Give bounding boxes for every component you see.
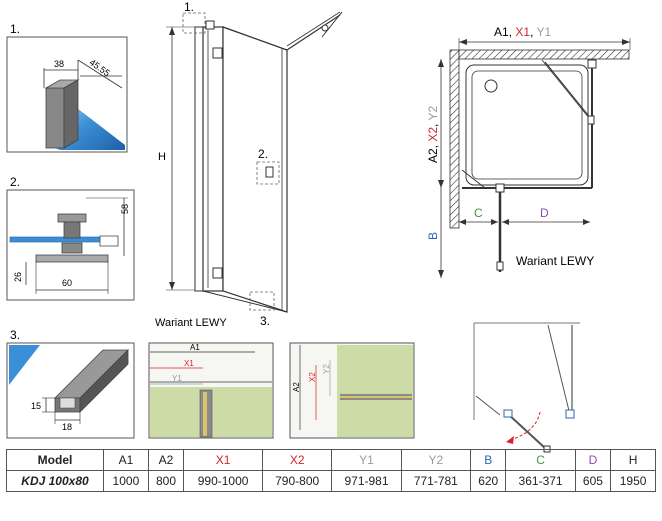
callout-3-label: 3. — [260, 314, 270, 328]
cell-h: 1950 — [610, 470, 656, 492]
cell-model: KDJ 100x80 — [6, 470, 104, 492]
floor-seal — [35, 254, 109, 263]
plan-a1: A1 — [494, 25, 509, 39]
back-wall — [458, 49, 630, 60]
photo-a2: A2 — [292, 382, 301, 392]
plan-b: B — [426, 232, 440, 240]
detail-3-number: 3. — [10, 328, 20, 342]
spec-table-header: Model A1 A2 X1 X2 Y1 Y2 B C D H — [6, 449, 656, 471]
detail-3-dim-h: 15 — [31, 401, 41, 411]
detail-1: 1. 38 45.55 — [6, 22, 128, 153]
cell-x2: 790-800 — [261, 470, 333, 492]
cell-b: 620 — [470, 470, 507, 492]
detail-3: 3. 15 18 — [6, 328, 135, 439]
fixed-side-panel — [222, 26, 288, 313]
col-model: Model — [6, 449, 104, 471]
photo-a1: A1 — [190, 343, 200, 352]
col-c: C — [505, 449, 576, 471]
svg-text:A2, X2, Y2: A2, X2, Y2 — [426, 105, 440, 163]
plan-c: C — [474, 206, 483, 220]
col-b: B — [470, 449, 507, 471]
photo-x1: X1 — [184, 359, 194, 368]
table-row: KDJ 100x80 1000 800 990-1000 790-800 971… — [6, 470, 656, 492]
callout-2-box — [256, 161, 280, 185]
cell-a2: 800 — [147, 470, 185, 492]
detail-2-number: 2. — [10, 175, 20, 189]
plan-view: A1, X1, Y1 A2, X2, Y2 B C — [426, 25, 631, 278]
col-y1: Y1 — [331, 449, 402, 471]
plan-x2: X2 — [426, 127, 440, 142]
door-handle — [265, 166, 274, 178]
front-view: H 1. 2. 3. Wariant LEWY — [155, 0, 343, 329]
callout-1-box — [182, 12, 206, 34]
spec-table: Model A1 A2 X1 X2 Y1 Y2 B C D H KDJ 100x… — [6, 449, 656, 492]
detail-1-number: 1. — [10, 22, 20, 36]
detail-2-dim-left: 26 — [13, 272, 23, 282]
photo-y1: Y1 — [172, 374, 182, 383]
wall-profile — [45, 87, 65, 149]
photo-y2: Y2 — [322, 364, 331, 374]
detail-3-dim-w: 18 — [62, 422, 72, 432]
glass-corner — [9, 345, 40, 385]
cell-y1: 971-981 — [331, 470, 402, 492]
cell-c: 361-371 — [505, 470, 576, 492]
photo-x2: X2 — [308, 372, 317, 382]
cell-x1: 990-1000 — [183, 470, 263, 492]
height-label: H — [158, 151, 166, 163]
shower-tray — [465, 64, 589, 186]
cell-d: 605 — [574, 470, 612, 492]
side-wall — [449, 49, 460, 229]
col-d: D — [574, 449, 612, 471]
photo-panel-left: A1 X1 Y1 — [148, 342, 274, 439]
plan-y2: Y2 — [426, 105, 440, 120]
plan-d: D — [540, 206, 549, 220]
plan-variant-label: Wariant LEWY — [516, 254, 594, 268]
detail-2-dim-h: 58 — [120, 204, 130, 214]
photo-panel-right: A2 X2 Y2 — [289, 342, 415, 439]
callout-3-box — [249, 291, 275, 311]
detail-2: 2. 58 26 60 — [6, 175, 135, 301]
plan-x1: X1 — [515, 25, 530, 39]
door-swing-sketch — [473, 322, 580, 453]
plan-y1: Y1 — [537, 25, 552, 39]
detail-2-dim-w: 60 — [62, 278, 72, 288]
door-panel — [202, 26, 224, 292]
callout-1-label: 1. — [184, 0, 194, 14]
col-a2: A2 — [147, 449, 185, 471]
col-a1: A1 — [103, 449, 149, 471]
detail-1-dim-a: 38 — [54, 59, 64, 69]
cell-y2: 771-781 — [400, 470, 472, 492]
col-h: H — [610, 449, 656, 471]
callout-2-label: 2. — [258, 147, 268, 161]
glass-edge — [9, 236, 111, 243]
col-x1: X1 — [183, 449, 263, 471]
swing-arrow-icon — [506, 436, 514, 444]
plan-a2: A2 — [426, 148, 440, 163]
svg-text:A1, X1, Y1: A1, X1, Y1 — [494, 25, 552, 39]
front-variant-label: Wariant LEWY — [155, 317, 227, 329]
col-x2: X2 — [261, 449, 333, 471]
col-y2: Y2 — [400, 449, 472, 471]
drain-icon — [484, 79, 498, 93]
wall-profile-left — [194, 26, 204, 292]
cell-a1: 1000 — [103, 470, 149, 492]
